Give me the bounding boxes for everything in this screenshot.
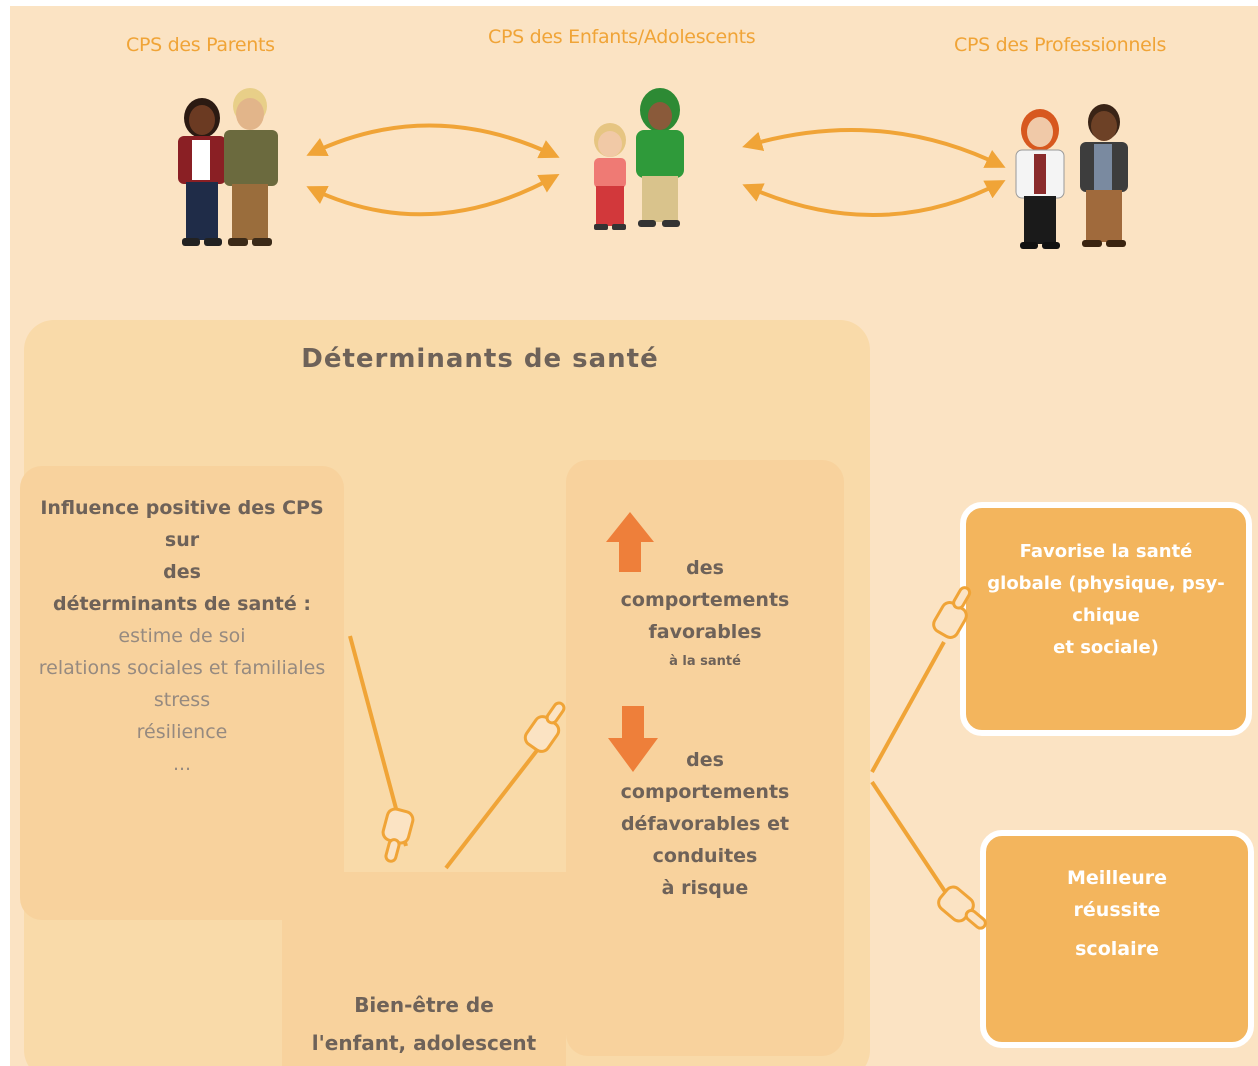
school-line-1: Meilleure [1066, 867, 1167, 889]
wellbeing-line-2: l'enfant, adolescent [311, 1031, 537, 1055]
diagram-canvas: CPS des Parents CPS des Enfants/Adolesce… [10, 6, 1258, 1066]
influence-item: stress [153, 689, 211, 711]
connector-behaviors-to-health [870, 641, 946, 773]
connector-wellbeing-to-behaviors [444, 742, 544, 870]
favorable-line-1: des [686, 557, 724, 579]
influence-item: résilience [136, 721, 228, 743]
behaviors-box [566, 460, 844, 1056]
header-professionals: CPS des Professionnels [954, 34, 1167, 56]
arrow-up-icon [606, 512, 654, 572]
pointing-hand-icon [523, 701, 566, 753]
girl-figure [594, 123, 626, 230]
influence-item: ... [172, 753, 192, 775]
boy-figure [636, 88, 684, 227]
parent-man-figure [224, 88, 278, 246]
health-line-3: chique [1072, 605, 1140, 626]
school-line-2: réussite [1073, 899, 1161, 921]
influence-text: Influence positive des CPS sur des déter… [20, 492, 344, 780]
favorable-line-2: comportements favorables [620, 589, 790, 643]
two-way-arrow-icon [742, 128, 1006, 168]
pointing-hand-icon [932, 586, 972, 639]
influence-item: estime de soi [118, 625, 246, 647]
favorable-behaviors-text: des comportements favorables à la santé [566, 552, 844, 676]
influence-line-3: déterminants de santé : [53, 593, 311, 615]
influence-item: relations sociales et familiales [38, 657, 326, 679]
diagram-graphics [178, 88, 1128, 930]
two-way-arrow-icon [742, 180, 1006, 218]
unfavorable-line-1: des [686, 749, 724, 771]
two-way-arrow-icon [306, 174, 560, 217]
professional-man-figure [1080, 104, 1128, 247]
health-line-2: globale (physique, psy- [987, 573, 1225, 594]
health-line-1: Favorise la santé [1019, 541, 1193, 562]
health-line-4: et sociale) [1053, 637, 1159, 658]
influence-line-1: Influence positive des CPS sur [40, 497, 324, 551]
influence-line-2: des [163, 561, 201, 583]
unfavorable-line-3: défavorables et conduites [620, 813, 790, 867]
favorable-line-3: à la santé [669, 654, 741, 669]
parent-woman-figure [178, 98, 226, 246]
wellbeing-line-1: Bien-être de [354, 993, 494, 1017]
unfavorable-line-4: à risque [661, 877, 749, 899]
connector-behaviors-to-school [870, 780, 950, 898]
arrow-down-icon [608, 706, 658, 772]
wellbeing-text: Bien-être de l'enfant, adolescent [282, 986, 566, 1062]
unfavorable-line-2: comportements [620, 781, 790, 803]
influence-box [20, 466, 344, 920]
unfavorable-behaviors-text: des comportements défavorables et condui… [566, 744, 844, 904]
header-parents: CPS des Parents [126, 34, 275, 56]
pointing-hand-icon [937, 885, 987, 930]
determinants-title: Déterminants de santé [301, 344, 659, 374]
two-way-arrow-icon [306, 123, 560, 159]
header-children: CPS des Enfants/Adolescents [488, 26, 756, 48]
outcome-school-box: Meilleure réussite scolaire [980, 830, 1254, 1048]
professional-doctor-figure [1015, 109, 1065, 249]
school-line-3: scolaire [1075, 938, 1159, 960]
wellbeing-box [282, 872, 566, 1066]
pointing-hand-icon [381, 807, 415, 863]
